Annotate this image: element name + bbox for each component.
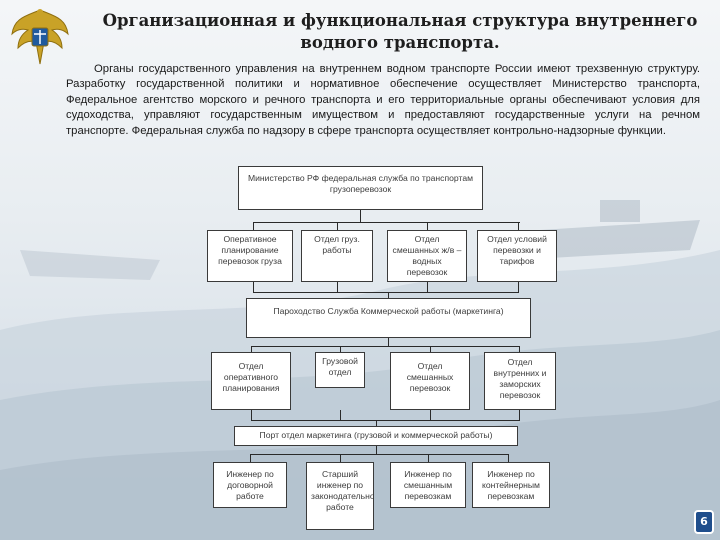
connector-line (518, 282, 519, 292)
dept-label: Отдел условий перевозки и тарифов (487, 234, 547, 266)
connector-line (430, 346, 431, 352)
connector-line (340, 454, 341, 462)
connector-line (427, 222, 428, 230)
ministry-box: Министерство РФ федеральная служба по тр… (238, 166, 483, 210)
connector-line (251, 420, 520, 421)
connector-line (519, 410, 520, 420)
connector-line (508, 454, 509, 462)
page-title: Организационная и функциональная структу… (102, 11, 698, 52)
connector-line (388, 338, 389, 346)
port-label: Порт отдел маркетинга (грузовой и коммер… (259, 430, 493, 440)
connector-line (337, 282, 338, 292)
intro-paragraph: Органы государственного управления на вн… (66, 63, 700, 137)
connector-line (251, 346, 520, 347)
ministry-label: Министерство РФ федеральная служба по тр… (247, 173, 474, 194)
position-label: Старший инженер по законодательной работ… (311, 469, 374, 512)
connector-line (360, 210, 361, 222)
connector-line (340, 346, 341, 352)
connector-line (251, 410, 252, 420)
connector-line (388, 292, 389, 298)
dept-box: Грузовой отдел (315, 352, 365, 388)
dept-label: Оперативное планирование перевозок груза (218, 234, 282, 266)
dept-label: Отдел смешанных ж/в – водных перевозок (392, 234, 462, 277)
connector-line (376, 420, 377, 426)
dept-label: Отдел смешанных перевозок (406, 361, 454, 393)
dept-box: Отдел груз. работы (301, 230, 373, 282)
dept-box: Отдел внутренних и заморских перевозок (484, 352, 556, 410)
position-box: Инженер по контейнерным перевозкам (472, 462, 550, 508)
dept-box: Оперативное планирование перевозок груза (207, 230, 293, 282)
connector-line (337, 222, 338, 230)
dept-box: Отдел смешанных ж/в – водных перевозок (387, 230, 467, 282)
connector-line (253, 292, 519, 293)
position-label: Инженер по контейнерным перевозкам (482, 469, 540, 501)
connector-line (518, 222, 519, 230)
position-box: Старший инженер по законодательной работ… (306, 462, 374, 530)
connector-line (250, 454, 251, 462)
dept-label: Отдел груз. работы (314, 234, 360, 255)
dept-label: Отдел оперативного планирования (222, 361, 280, 393)
connector-line (253, 282, 254, 292)
position-box: Инженер по смешанным перевозкам (390, 462, 466, 508)
position-box: Инженер по договорной работе (213, 462, 287, 508)
position-label: Инженер по смешанным перевозкам (403, 469, 453, 501)
connector-line (250, 454, 508, 455)
connector-line (340, 410, 341, 420)
dept-box: Отдел оперативного планирования (211, 352, 291, 410)
shipping-company-label: Пароходство Служба Коммерческой работы (… (273, 306, 504, 316)
dept-label: Грузовой отдел (322, 356, 358, 377)
dept-box: Отдел смешанных перевозок (390, 352, 470, 410)
page-number-badge: 6 (694, 510, 714, 534)
shipping-company-box: Пароходство Служба Коммерческой работы (… (246, 298, 531, 338)
connector-line (430, 410, 431, 420)
dept-box: Отдел условий перевозки и тарифов (477, 230, 557, 282)
connector-line (251, 346, 252, 352)
position-label: Инженер по договорной работе (226, 469, 274, 501)
connector-line (427, 282, 428, 292)
connector-line (376, 446, 377, 454)
connector-line (253, 222, 520, 223)
connector-line (428, 454, 429, 462)
dept-label: Отдел внутренних и заморских перевозок (493, 357, 547, 400)
connector-line (253, 222, 254, 230)
port-box: Порт отдел маркетинга (грузовой и коммер… (234, 426, 518, 446)
connector-line (519, 346, 520, 352)
emblem-icon (11, 9, 69, 65)
